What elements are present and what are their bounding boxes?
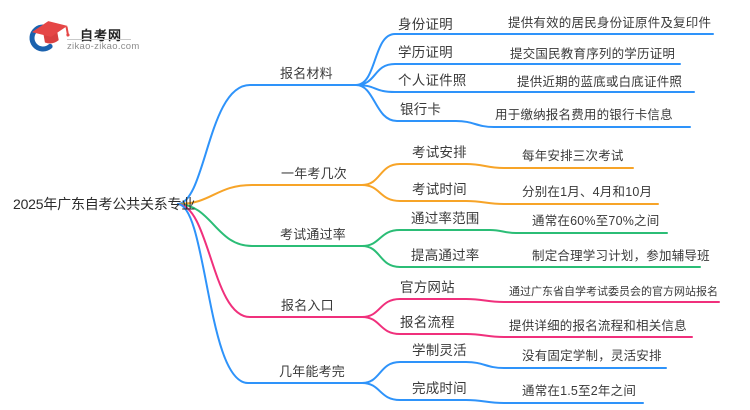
- branch-topic: 一年考几次: [281, 166, 348, 181]
- subtopic-desc: 提交国民教育序列的学历证明: [510, 47, 676, 61]
- subtopic: 身份证明: [398, 17, 453, 32]
- subtopic: 报名流程: [400, 315, 455, 330]
- branch-topic: 报名材料: [280, 66, 333, 81]
- subtopic-desc: 用于缴纳报名费用的银行卡信息: [495, 108, 673, 122]
- subtopic-desc: 提供详细的报名流程和相关信息: [509, 319, 687, 333]
- subtopic: 学历证明: [398, 45, 453, 60]
- subtopic: 通过率范围: [411, 211, 480, 226]
- subtopic: 提高通过率: [411, 248, 480, 263]
- branch-topic: 报名入口: [281, 298, 334, 313]
- subtopic: 官方网站: [400, 280, 455, 295]
- subtopic-desc: 提供有效的居民身份证原件及复印件: [508, 16, 712, 30]
- subtopic: 考试安排: [412, 145, 467, 160]
- subtopic: 银行卡: [400, 102, 442, 117]
- subtopic-desc: 没有固定学制，灵活安排: [522, 349, 662, 363]
- subtopic-desc: 通常在60%至70%之间: [532, 214, 660, 228]
- subtopic-desc: 分别在1月、4月和10月: [522, 185, 653, 199]
- connector-line: [355, 84, 691, 128]
- subtopic: 完成时间: [412, 381, 467, 396]
- connector-line: [361, 316, 693, 338]
- connector-line: [361, 229, 668, 247]
- connector-line: [355, 33, 714, 86]
- subtopic-desc: 每年安排三次考试: [522, 149, 624, 163]
- subtopic: 个人证件照: [398, 73, 467, 88]
- branch-topic: 考试通过率: [280, 227, 347, 242]
- logo-divider: [67, 39, 131, 40]
- subtopic-desc: 通过广东省自学考试委员会的官方网站报名: [509, 286, 718, 298]
- root-topic: 2025年广东自考公共关系专业: [13, 196, 196, 212]
- subtopic-desc: 提供近期的蓝底或白底证件照: [517, 75, 683, 89]
- connector-line: [361, 245, 701, 268]
- subtopic: 考试时间: [412, 182, 467, 197]
- connector-line: [361, 163, 634, 186]
- connector-line: [361, 298, 720, 318]
- subtopic-desc: 通常在1.5至2年之间: [522, 384, 637, 398]
- connector-line: [361, 184, 659, 205]
- subtopic-desc: 制定合理学习计划，参加辅导班: [532, 249, 710, 263]
- site-logo: 自考网 zikao-zikao.com: [28, 18, 168, 59]
- branch-line: [177, 184, 363, 205]
- branch-topic: 几年能考完: [279, 364, 346, 379]
- branch-line: [177, 84, 357, 205]
- graduation-cap-icon: [29, 21, 70, 52]
- connector-line: [355, 63, 681, 86]
- logo-domain: zikao-zikao.com: [67, 41, 140, 52]
- branch-line: [177, 203, 363, 384]
- branch-line: [177, 203, 363, 318]
- connector-line: [361, 361, 667, 384]
- connector-line: [361, 382, 644, 404]
- subtopic: 学制灵活: [412, 343, 467, 358]
- branch-line: [177, 203, 363, 247]
